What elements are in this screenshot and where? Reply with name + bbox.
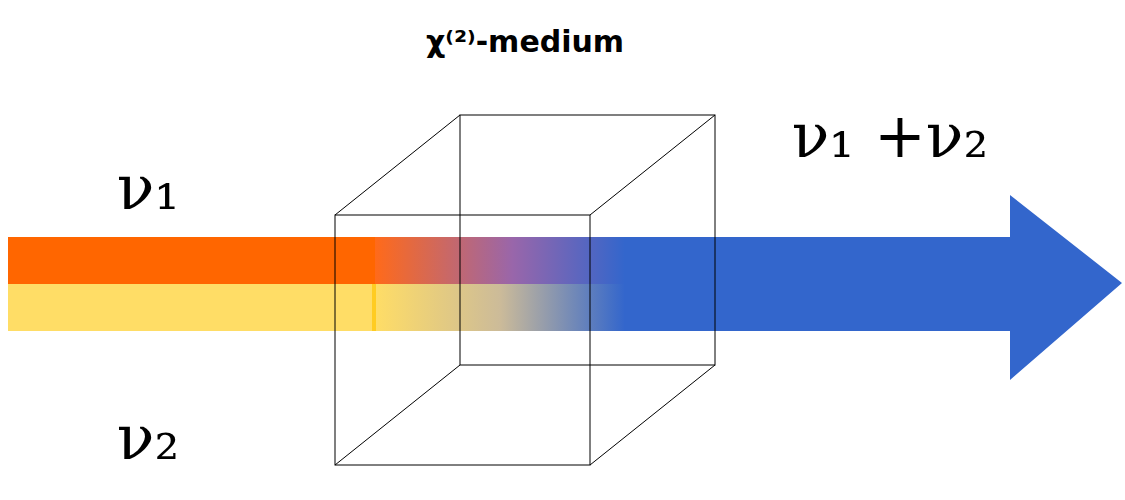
- beam-mixing: [375, 284, 625, 331]
- beam-mixing: [375, 237, 625, 284]
- beam-nu2: [8, 284, 375, 331]
- beam-nu1: [8, 237, 375, 284]
- frequency-label: ν₁ +ν₂: [792, 105, 989, 167]
- beam-edge: [372, 284, 376, 331]
- crystal-cube: [335, 115, 715, 465]
- output-arrow: [624, 195, 1122, 380]
- medium-label: χ⁽²⁾-medium: [426, 27, 624, 57]
- frequency-label: ν₁: [117, 157, 180, 219]
- frequency-label: ν₂: [117, 407, 180, 469]
